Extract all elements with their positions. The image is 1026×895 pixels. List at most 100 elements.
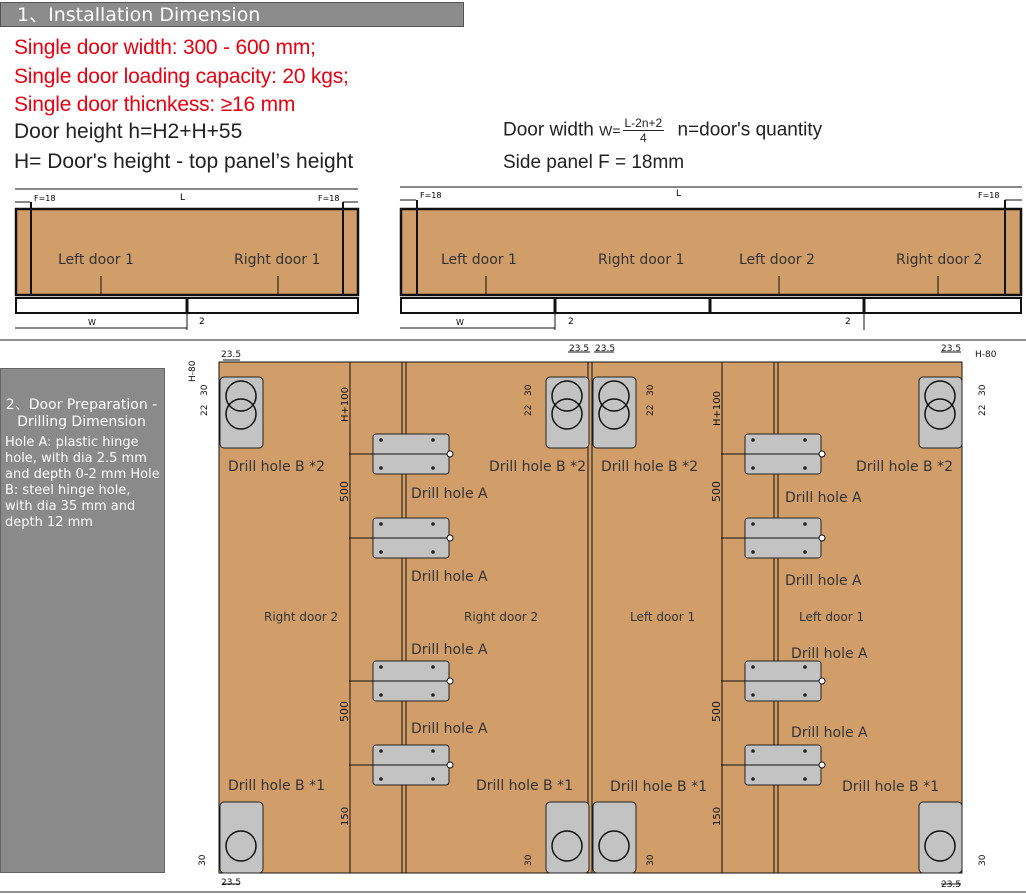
dim-h-80: H-80	[975, 350, 997, 360]
hinge-a-plate	[721, 660, 826, 702]
hole-a-label: Drill hole A	[411, 642, 488, 658]
door-label: Right door 2	[464, 610, 538, 624]
dim-h-80: H-80	[188, 360, 198, 382]
hole-b2-label: Drill hole B *2	[856, 459, 953, 475]
hinge-a-plate	[721, 517, 826, 559]
l-label: L	[180, 193, 185, 203]
hole-b1-label: Drill hole B *1	[610, 779, 707, 795]
dim-150: 150	[340, 807, 351, 826]
hole-a-label: Drill hole A	[411, 721, 488, 737]
hole-a-label: Drill hole A	[791, 646, 868, 662]
dim-150: 150	[712, 807, 723, 826]
hole-b1-label: Drill hole B *1	[842, 779, 939, 795]
dim-22: 22	[200, 405, 210, 416]
f-left-label: F=18	[420, 191, 441, 200]
hinge-a-plate	[721, 744, 826, 786]
four-door-diagram	[399, 186, 1023, 330]
w-label: W	[88, 318, 96, 327]
formula-suffix: n=door's quantity	[677, 119, 823, 141]
dim-22: 22	[646, 405, 656, 416]
hole-b2-label: Drill hole B *2	[489, 459, 586, 475]
hinge-a-plate	[349, 517, 454, 559]
spec-thickness: Single door thicnkess: ≥16 mm	[14, 93, 296, 116]
hole-a-label: Drill hole A	[411, 486, 488, 502]
door-label: Right door 1	[598, 252, 684, 268]
hinge-b-plate-top	[592, 376, 637, 449]
hinge-plates	[219, 376, 963, 874]
door-label: Left door 1	[58, 252, 134, 268]
door-label: Left door 2	[739, 252, 815, 268]
dimension-lines	[223, 351, 961, 885]
dim-500: 500	[710, 701, 723, 722]
dim-30: 30	[646, 384, 656, 396]
door-label: Right door 1	[234, 252, 320, 268]
hinge-b-plate-bottom	[918, 801, 963, 874]
section-2-title: 2、Door Preparation - Drilling Dimension	[5, 397, 158, 430]
hole-b2-label: Drill hole B *2	[228, 459, 325, 475]
hinge-b-plate-bottom	[592, 801, 637, 874]
drilling-info-panel: 2、Door Preparation - Drilling Dimension …	[0, 368, 165, 873]
f-right-label: F=18	[978, 191, 999, 200]
dim-30: 30	[524, 854, 534, 866]
dim-23-5: 23.5	[941, 880, 961, 890]
gap-label: 2	[568, 317, 574, 327]
dim-23-5: 23.5	[569, 344, 589, 354]
dim-30: 30	[524, 384, 534, 396]
two-door-diagram	[14, 188, 360, 330]
formula-denominator: 4	[640, 131, 647, 145]
gap-label: 2	[199, 317, 205, 327]
side-panel-note: Side panel F = 18mm	[503, 152, 685, 173]
door-height-formula: Door height h=H2+H+55	[14, 120, 243, 143]
hole-b1-label: Drill hole B *1	[228, 778, 325, 794]
formula-prefix: W=	[599, 122, 621, 139]
dim-h-100: H+100	[340, 387, 351, 422]
gap-label: 2	[845, 317, 851, 327]
f-right-label: F=18	[318, 194, 339, 203]
dim-30: 30	[978, 384, 988, 396]
hole-a-label: Drill hole A	[785, 490, 862, 506]
door-label: Right door 2	[264, 610, 338, 624]
hole-description: Hole A: plastic hinge hole, with dia 2.5…	[5, 435, 160, 530]
door-label: Left door 1	[441, 252, 517, 268]
hinge-a-plate	[349, 744, 454, 786]
h-definition: H= Door's height - top panel’s height	[14, 150, 354, 173]
door-panels	[218, 361, 963, 874]
dim-30: 30	[646, 854, 656, 866]
dim-23-5: 23.5	[221, 350, 241, 360]
hinge-b-plate-bottom	[219, 801, 264, 874]
dim-500: 500	[710, 481, 723, 502]
dim-23-5: 23.5	[221, 878, 241, 888]
door-width-label: Door width	[503, 119, 594, 141]
w-label: W	[456, 318, 464, 327]
door-label: Left door 1	[799, 610, 864, 624]
hinge-a-plate	[721, 433, 826, 475]
hinge-b-plate-top	[219, 376, 264, 449]
door-label: Right door 2	[896, 252, 982, 268]
hole-a-label: Drill hole A	[791, 725, 868, 741]
hole-b1-label: Drill hole B *1	[476, 778, 573, 794]
section-1-header: 1、Installation Dimension	[0, 2, 464, 27]
dim-22: 22	[524, 405, 534, 416]
hinge-b-plate-top	[918, 376, 963, 449]
formula-numerator: L-2n+2	[622, 116, 665, 131]
door-label: Left door 1	[630, 610, 695, 624]
dim-h-100: H+100	[712, 391, 723, 426]
hole-a-label: Drill hole A	[785, 573, 862, 589]
dim-30: 30	[198, 854, 208, 866]
l-label: L	[676, 189, 681, 199]
hinge-a-plate	[349, 433, 454, 475]
spec-width: Single door width: 300 - 600 mm;	[14, 36, 316, 59]
spec-capacity: Single door loading capacity: 20 kgs;	[14, 65, 349, 88]
hole-b2-label: Drill hole B *2	[601, 459, 698, 475]
hinge-b-plate-bottom	[545, 801, 590, 874]
hole-a-label: Drill hole A	[411, 569, 488, 585]
dim-30: 30	[978, 854, 988, 866]
dim-30: 30	[200, 384, 210, 396]
dim-22: 22	[978, 405, 988, 416]
hinge-b-plate-top	[545, 376, 590, 449]
dim-500: 500	[338, 481, 351, 502]
dim-500: 500	[338, 701, 351, 722]
